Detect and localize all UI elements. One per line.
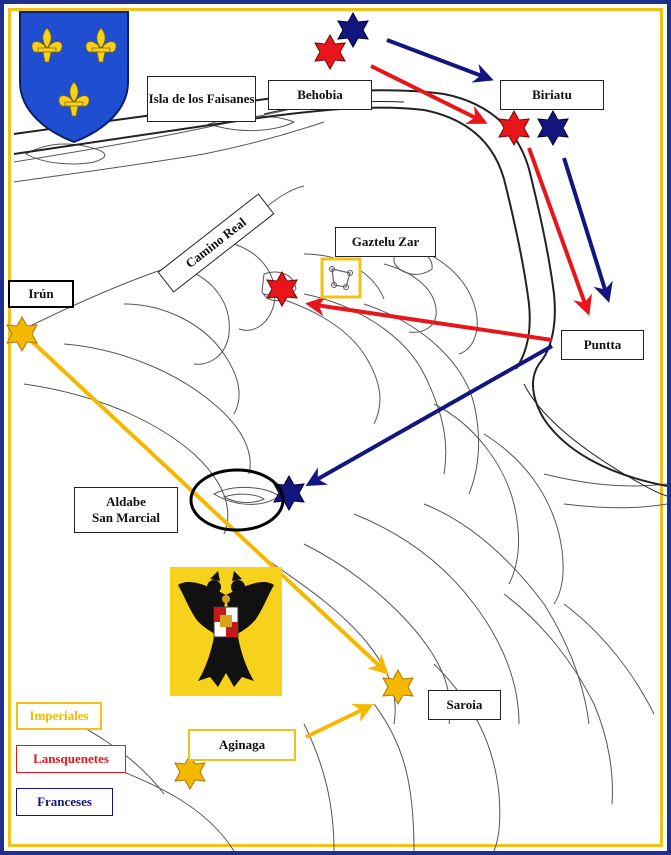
star-icon [337, 11, 369, 49]
aldabe-circle [189, 468, 285, 532]
franceses-arrow-2 [562, 157, 613, 303]
label-biriatu: Biriatu [500, 80, 604, 110]
label-aginaga: Aginaga [188, 729, 296, 761]
legend-lansquenetes: Lansquenetes [16, 745, 126, 773]
french-shield-icon [19, 11, 129, 144]
star-icon [382, 668, 414, 706]
label-behobia: Behobia [268, 80, 372, 110]
legend-imperiales: Imperiales [16, 702, 102, 730]
map-inner-border [8, 8, 663, 847]
label-irun: Irún [8, 280, 74, 308]
label-aldabe-san-marcial: Aldabe San Marcial [74, 487, 178, 533]
star-icon [537, 109, 569, 147]
star-icon [266, 270, 298, 308]
star-icon [174, 753, 206, 791]
star-icon [498, 109, 530, 147]
franceses-arrow-3 [305, 344, 553, 486]
star-markers [6, 11, 569, 791]
lansquenetes-arrow-3 [305, 296, 553, 342]
contour-lines [13, 99, 667, 851]
label-saroia: Saroia [428, 690, 501, 720]
troop-movements [22, 38, 613, 739]
fortress-icon [320, 257, 362, 299]
label-gaztelu-zar: Gaztelu Zar [335, 227, 436, 257]
lansquenetes-arrow-2 [527, 147, 592, 316]
star-icon [314, 33, 346, 71]
map-canvas [6, 11, 667, 851]
label-puntta: Puntta [561, 330, 644, 360]
imperial-eagle-banner-icon [170, 567, 282, 696]
star-icon [6, 315, 38, 353]
imperiales-arrow-2 [305, 703, 374, 739]
imperiales-arrow-1 [22, 332, 389, 675]
label-isla-de-los-faisanes: Isla de los Faisanes [147, 76, 256, 122]
lansquenetes-arrow-1 [370, 64, 488, 124]
star-icon [273, 474, 305, 512]
legend-franceses: Franceses [16, 788, 113, 816]
franceses-arrow-1 [386, 38, 494, 83]
